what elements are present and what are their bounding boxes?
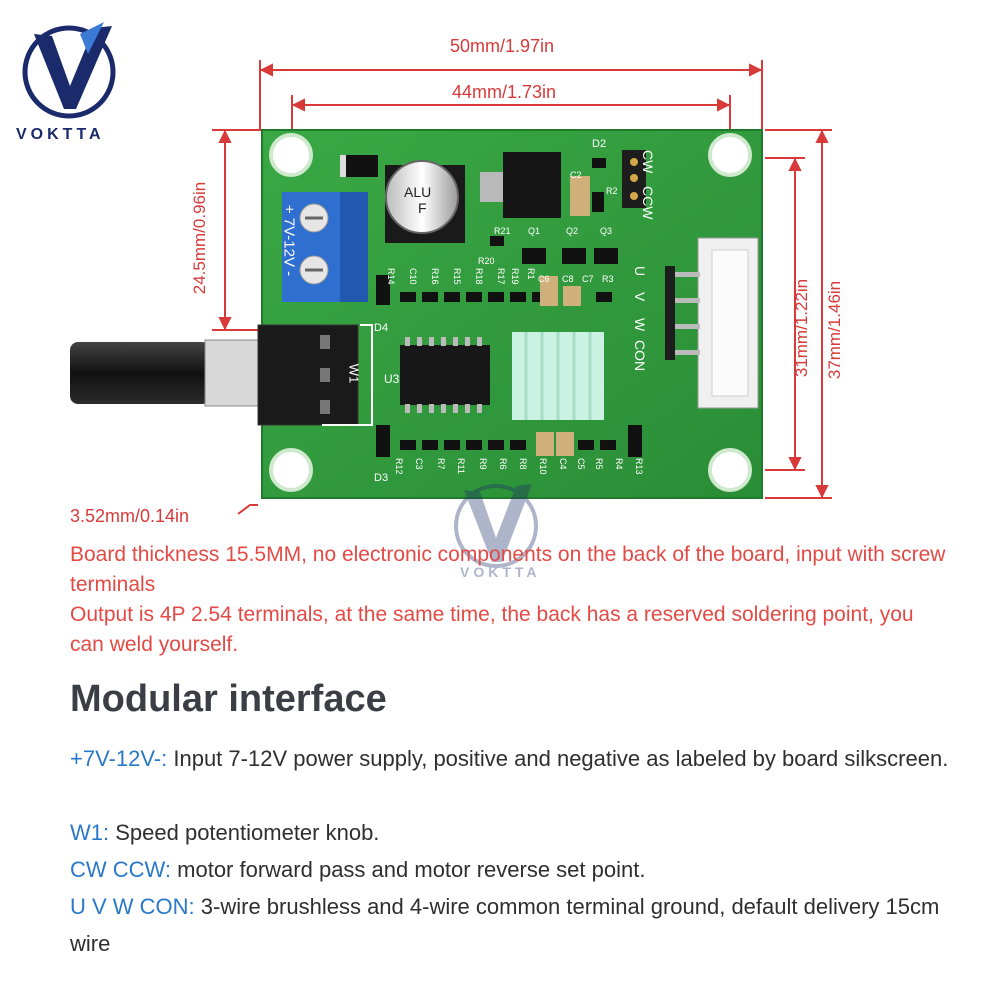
r-top-7: R1 <box>526 268 536 280</box>
interface-item-cw: CW CCW: motor forward pass and motor rev… <box>70 851 950 888</box>
output-label-w: W <box>632 318 648 332</box>
interface-text-cw: motor forward pass and motor reverse set… <box>171 857 646 882</box>
r-bot-2: R7 <box>436 458 446 470</box>
interface-text-uvw: 3-wire brushless and 4-wire common termi… <box>70 894 940 956</box>
misc-4: C6 <box>538 274 550 284</box>
r-bot-11: R4 <box>614 458 624 470</box>
q-0: Q1 <box>528 226 541 236</box>
interface-item-uvw: U V W CON: 3-wire brushless and 4-wire c… <box>70 888 950 962</box>
r-bot-9: C5 <box>576 458 586 470</box>
r-bot-10: R5 <box>594 458 604 470</box>
pcb-board <box>70 129 763 499</box>
output-label-con: CON <box>632 340 648 372</box>
r-bot-0: R12 <box>394 458 404 475</box>
interface-item-power: +7V-12V-: Input 7-12V power supply, posi… <box>70 740 950 777</box>
terminal-label-wrap: + 7V-12V - <box>244 205 334 276</box>
dim-height-outer: 37mm/1.46in <box>825 280 844 380</box>
r-bot-8: C4 <box>558 458 568 470</box>
r-top-5: R17 <box>496 268 506 285</box>
brand-logo: VOKTTA <box>14 14 124 149</box>
ccw-label: CCW <box>640 186 656 220</box>
r-top-1: C10 <box>408 268 418 285</box>
r-bot-3: R11 <box>456 458 466 474</box>
interface-text-power: Input 7-12V power supply, positive and n… <box>167 746 949 771</box>
dim-width-inner: 44mm/1.73in <box>452 82 557 102</box>
brand-name: VOKTTA <box>16 126 105 143</box>
misc-1: R20 <box>478 256 495 266</box>
misc-0: R21 <box>494 226 511 236</box>
r-bot-5: R6 <box>498 458 508 470</box>
r-top-6: R19 <box>510 268 520 285</box>
note-line-2: Output is 4P 2.54 terminals, at the same… <box>70 603 914 656</box>
r-bot-12: R13 <box>634 458 644 475</box>
chip-label: U3 <box>384 372 400 386</box>
d2-label: D2 <box>592 138 607 150</box>
r-top-2: R16 <box>430 268 440 285</box>
voktta-logo-icon <box>22 22 116 119</box>
r-bot-4: R9 <box>478 458 488 470</box>
misc-2: C2 <box>570 170 582 180</box>
interface-label-uvw: U V W CON: <box>70 894 195 919</box>
misc-3: R2 <box>606 186 618 196</box>
note-line-1: Board thickness 15.5MM, no electronic co… <box>70 543 946 596</box>
dim-width-outer: 50mm/1.97in <box>450 36 555 56</box>
d4-label: D4 <box>374 322 389 334</box>
voktta-watermark-icon <box>454 484 538 568</box>
interface-title: Modular interface <box>70 678 387 720</box>
capacitor-label-2: F <box>418 200 427 216</box>
misc-6: C7 <box>582 274 594 284</box>
terminal-label: + 7V-12V - <box>280 204 298 277</box>
pot-label: W1 <box>346 363 362 384</box>
interface-label-power: +7V-12V-: <box>70 746 168 771</box>
interface-label-cw: CW CCW: <box>70 857 172 882</box>
output-label-u: U <box>632 266 648 277</box>
r-top-0: R14 <box>386 268 396 285</box>
watermark-text: VOKTTA <box>460 564 541 580</box>
misc-7: R3 <box>602 274 614 284</box>
r-top-3: R15 <box>452 268 462 285</box>
interface-item-w1: W1: Speed potentiometer knob. <box>70 814 950 851</box>
dim-offset: 3.52mm/0.14in <box>70 506 190 526</box>
capacitor-label-1: ALU <box>404 184 432 200</box>
r-bot-7: R10 <box>538 458 548 475</box>
watermark: VOKTTA <box>436 476 556 586</box>
misc-5: C8 <box>562 274 574 284</box>
interface-text-w1: Speed potentiometer knob. <box>109 820 380 845</box>
q-1: Q2 <box>566 226 579 236</box>
cw-label: CW <box>640 150 656 174</box>
interface-label-w1: W1: <box>70 820 110 845</box>
d3-label: D3 <box>374 472 389 484</box>
dimension-lines <box>212 60 832 515</box>
q-2: Q3 <box>600 226 613 236</box>
r-top-4: R18 <box>474 268 484 285</box>
r-bot-1: C3 <box>414 458 424 470</box>
output-label-v: V <box>632 292 648 302</box>
r-bot-6: R8 <box>518 458 528 470</box>
